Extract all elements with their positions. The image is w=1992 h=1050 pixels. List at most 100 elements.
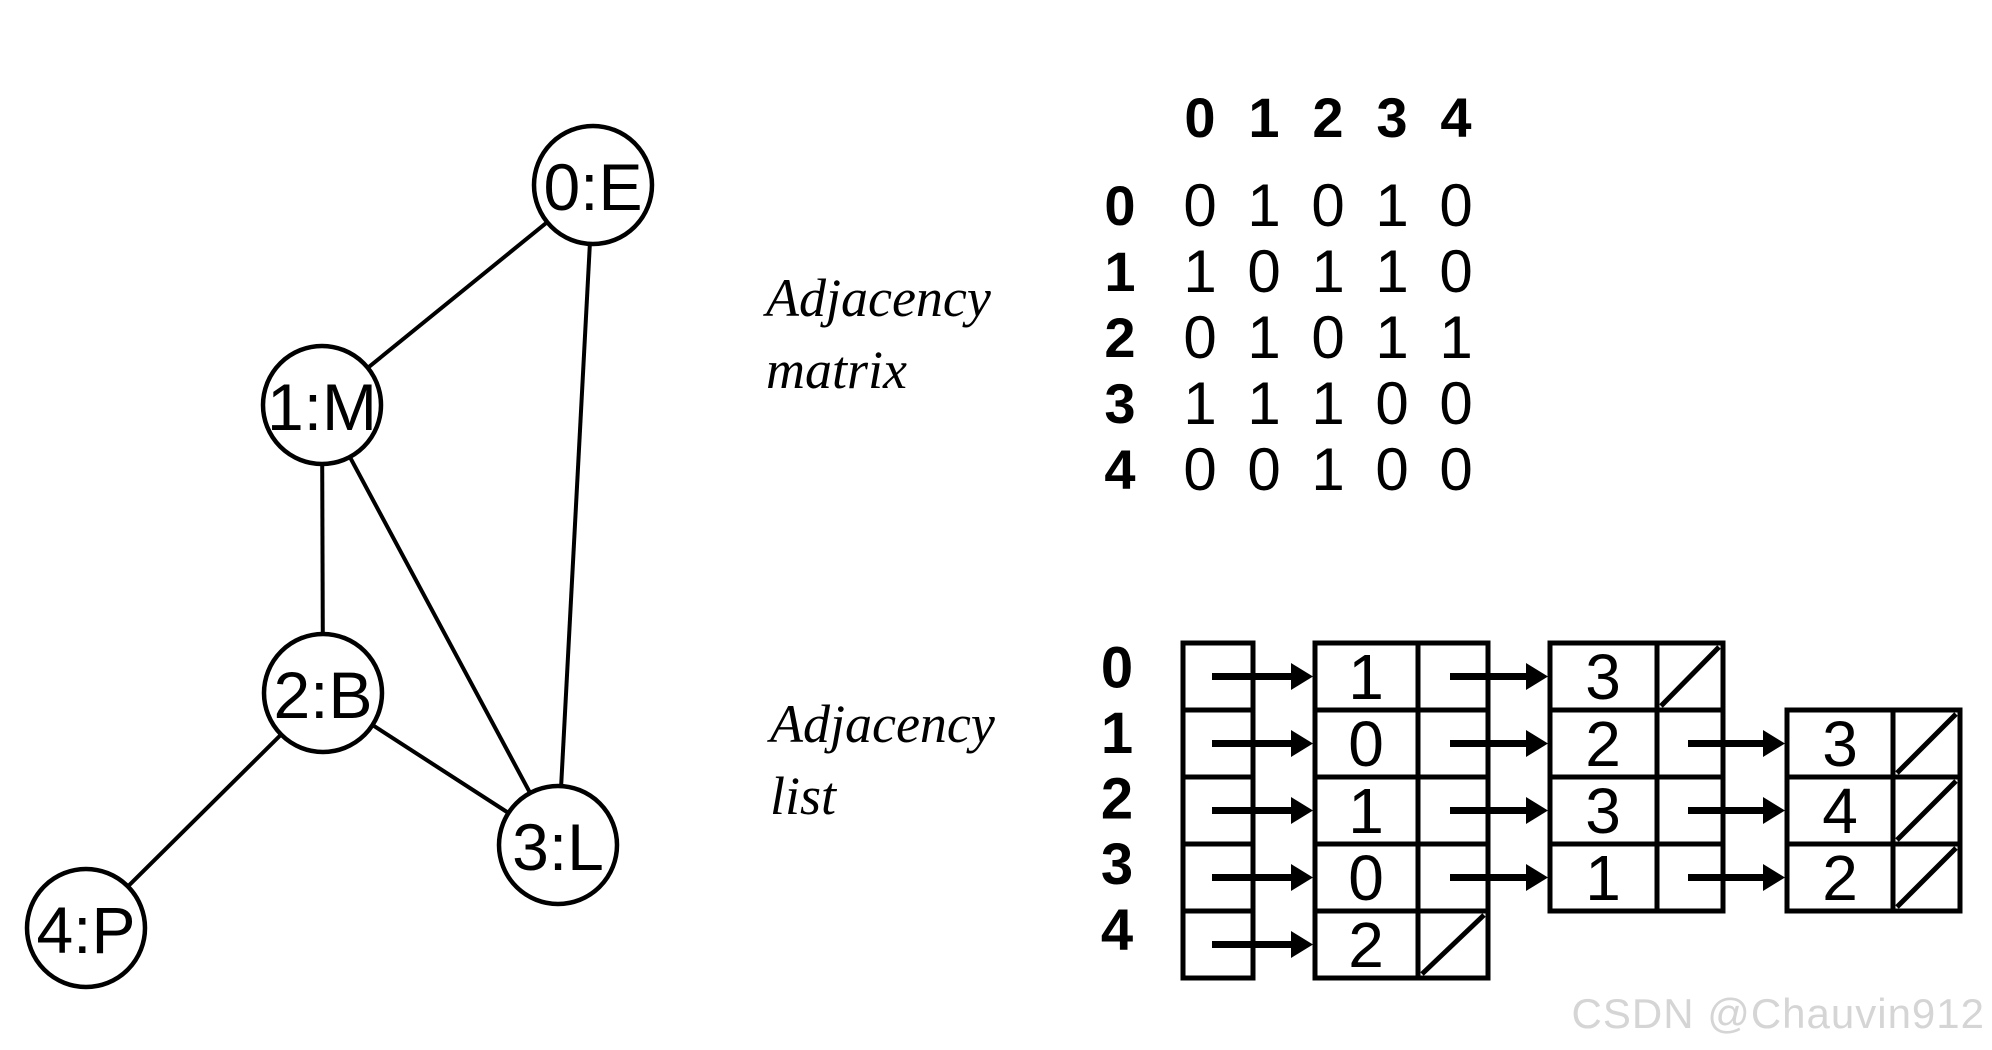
graph-node-2: 2:B <box>261 631 385 755</box>
matrix-cell: 0 <box>1439 436 1473 503</box>
arrow-head-icon <box>1763 797 1785 824</box>
matrix-cell: 1 <box>1375 238 1409 305</box>
matrix-row-0: 0 0 1 0 1 0 <box>1087 173 1488 239</box>
matrix-header-row: 0 1 2 3 4 <box>1087 85 1488 151</box>
adjacency-list-panel: 0 1 2 3 4 1 3 0 2 3 <box>1101 636 1963 981</box>
matrix-col-header: 2 <box>1312 86 1344 149</box>
node-value-cell <box>1547 707 1660 780</box>
node-value: 3 <box>1585 775 1621 847</box>
graph-node-circle <box>24 866 148 990</box>
adjlist-row-3: 0 1 2 <box>1212 841 1963 914</box>
adjlist-row-0: 1 3 <box>1212 640 1726 713</box>
graph-node-circle <box>531 123 655 247</box>
matrix-cell: 1 <box>1247 304 1281 371</box>
matrix-spacer <box>1087 151 1488 173</box>
matrix-cell: 1 <box>1375 304 1409 371</box>
matrix-row-header: 1 <box>1104 240 1136 303</box>
matrix-col-header: 4 <box>1440 86 1472 149</box>
adjacency-matrix-label-line2: matrix <box>766 340 907 400</box>
matrix-cell: 0 <box>1247 238 1281 305</box>
adjacency-list-label: Adjacency list <box>770 688 995 832</box>
matrix-row-3: 3 1 1 1 0 0 <box>1087 371 1488 437</box>
matrix-row-header: 3 <box>1104 372 1136 435</box>
adjlist-row-label: 4 <box>1101 898 1133 963</box>
graph-node-circle <box>260 343 384 467</box>
arrow-head-icon <box>1291 730 1313 757</box>
graph-node-1: 1:M <box>260 343 384 467</box>
matrix-cell: 1 <box>1311 370 1345 437</box>
arrow-head-icon <box>1763 730 1785 757</box>
graph-node-label: 2:B <box>273 658 372 732</box>
adjacency-list-label-line1: Adjacency <box>770 694 995 754</box>
null-pointer-slash <box>1420 913 1486 976</box>
matrix-cell: 0 <box>1311 172 1345 239</box>
matrix-cell: 1 <box>1311 238 1345 305</box>
adjlist-row-4: 2 <box>1212 908 1491 981</box>
graph-node-4: 4:P <box>24 866 148 990</box>
adjacency-matrix-label-line1: Adjacency <box>766 268 991 328</box>
adjacency-matrix-label: Adjacency matrix <box>766 262 991 406</box>
arrow-head-icon <box>1526 797 1548 824</box>
matrix-cell: 1 <box>1375 172 1409 239</box>
graph-node-label: 4:P <box>36 893 135 967</box>
matrix-row-header: 4 <box>1104 438 1136 501</box>
matrix-cell: 1 <box>1183 238 1217 305</box>
matrix-corner <box>1087 85 1168 151</box>
matrix-row-header: 0 <box>1104 174 1136 237</box>
node-value: 2 <box>1348 909 1384 981</box>
null-pointer-slash <box>1895 712 1958 775</box>
arrow-head-icon <box>1291 931 1313 958</box>
node-value: 3 <box>1585 641 1621 713</box>
adjacency-matrix: 0 1 2 3 4 0 0 1 0 1 0 1 1 0 1 1 0 2 0 1 … <box>1087 85 1488 503</box>
node-value: 3 <box>1822 708 1858 780</box>
adjlist-row-label: 2 <box>1101 767 1133 832</box>
graph-node-circle <box>261 631 385 755</box>
matrix-cell: 1 <box>1183 370 1217 437</box>
adjlist-row-label: 0 <box>1101 636 1133 701</box>
matrix-col-header: 0 <box>1184 86 1216 149</box>
node-value-cell <box>1312 841 1421 914</box>
matrix-cell: 0 <box>1439 370 1473 437</box>
graph-edge-0-3 <box>556 184 595 846</box>
matrix-cell: 1 <box>1247 370 1281 437</box>
matrix-col-header: 3 <box>1376 86 1408 149</box>
node-value-cell <box>1784 774 1896 847</box>
node-value: 1 <box>1348 775 1384 847</box>
node-value: 0 <box>1348 842 1384 914</box>
null-pointer-slash <box>1659 645 1721 708</box>
matrix-cell: 0 <box>1439 238 1473 305</box>
matrix-cell: 0 <box>1183 304 1217 371</box>
graph-node-label: 0:E <box>543 150 642 224</box>
graph-node-3: 3:L <box>496 783 620 907</box>
graph-node-0: 0:E <box>531 123 655 247</box>
matrix-col-header: 1 <box>1248 86 1280 149</box>
matrix-row-4: 4 0 0 1 0 0 <box>1087 437 1488 503</box>
matrix-cell: 1 <box>1439 304 1473 371</box>
matrix-row-header: 2 <box>1104 306 1136 369</box>
matrix-cell: 0 <box>1247 436 1281 503</box>
matrix-cell: 0 <box>1183 172 1217 239</box>
csdn-watermark: CSDN @Chauvin912 <box>1571 990 1985 1037</box>
node-value: 4 <box>1822 775 1858 847</box>
adjlist-row-label: 3 <box>1101 832 1133 897</box>
node-value-cell <box>1547 774 1660 847</box>
arrow-head-icon <box>1526 730 1548 757</box>
matrix-cell: 1 <box>1311 436 1345 503</box>
arrow-head-icon <box>1291 663 1313 690</box>
arrow-head-icon <box>1526 864 1548 891</box>
graph-node-label: 1:M <box>267 370 377 444</box>
node-value-cell <box>1547 841 1660 914</box>
matrix-cell: 0 <box>1311 304 1345 371</box>
matrix-row-2: 2 0 1 0 1 1 <box>1087 305 1488 371</box>
node-value: 2 <box>1822 842 1858 914</box>
adjacency-list-label-line2: list <box>770 766 837 826</box>
graph-edge-1-3 <box>320 404 560 846</box>
adjlist-row-1: 0 2 3 <box>1212 707 1963 780</box>
graph-node-circle <box>496 783 620 907</box>
matrix-cell: 0 <box>1439 172 1473 239</box>
matrix-cell: 1 <box>1247 172 1281 239</box>
matrix-cell: 0 <box>1183 436 1217 503</box>
node-value: 1 <box>1585 842 1621 914</box>
node-value: 0 <box>1348 708 1384 780</box>
